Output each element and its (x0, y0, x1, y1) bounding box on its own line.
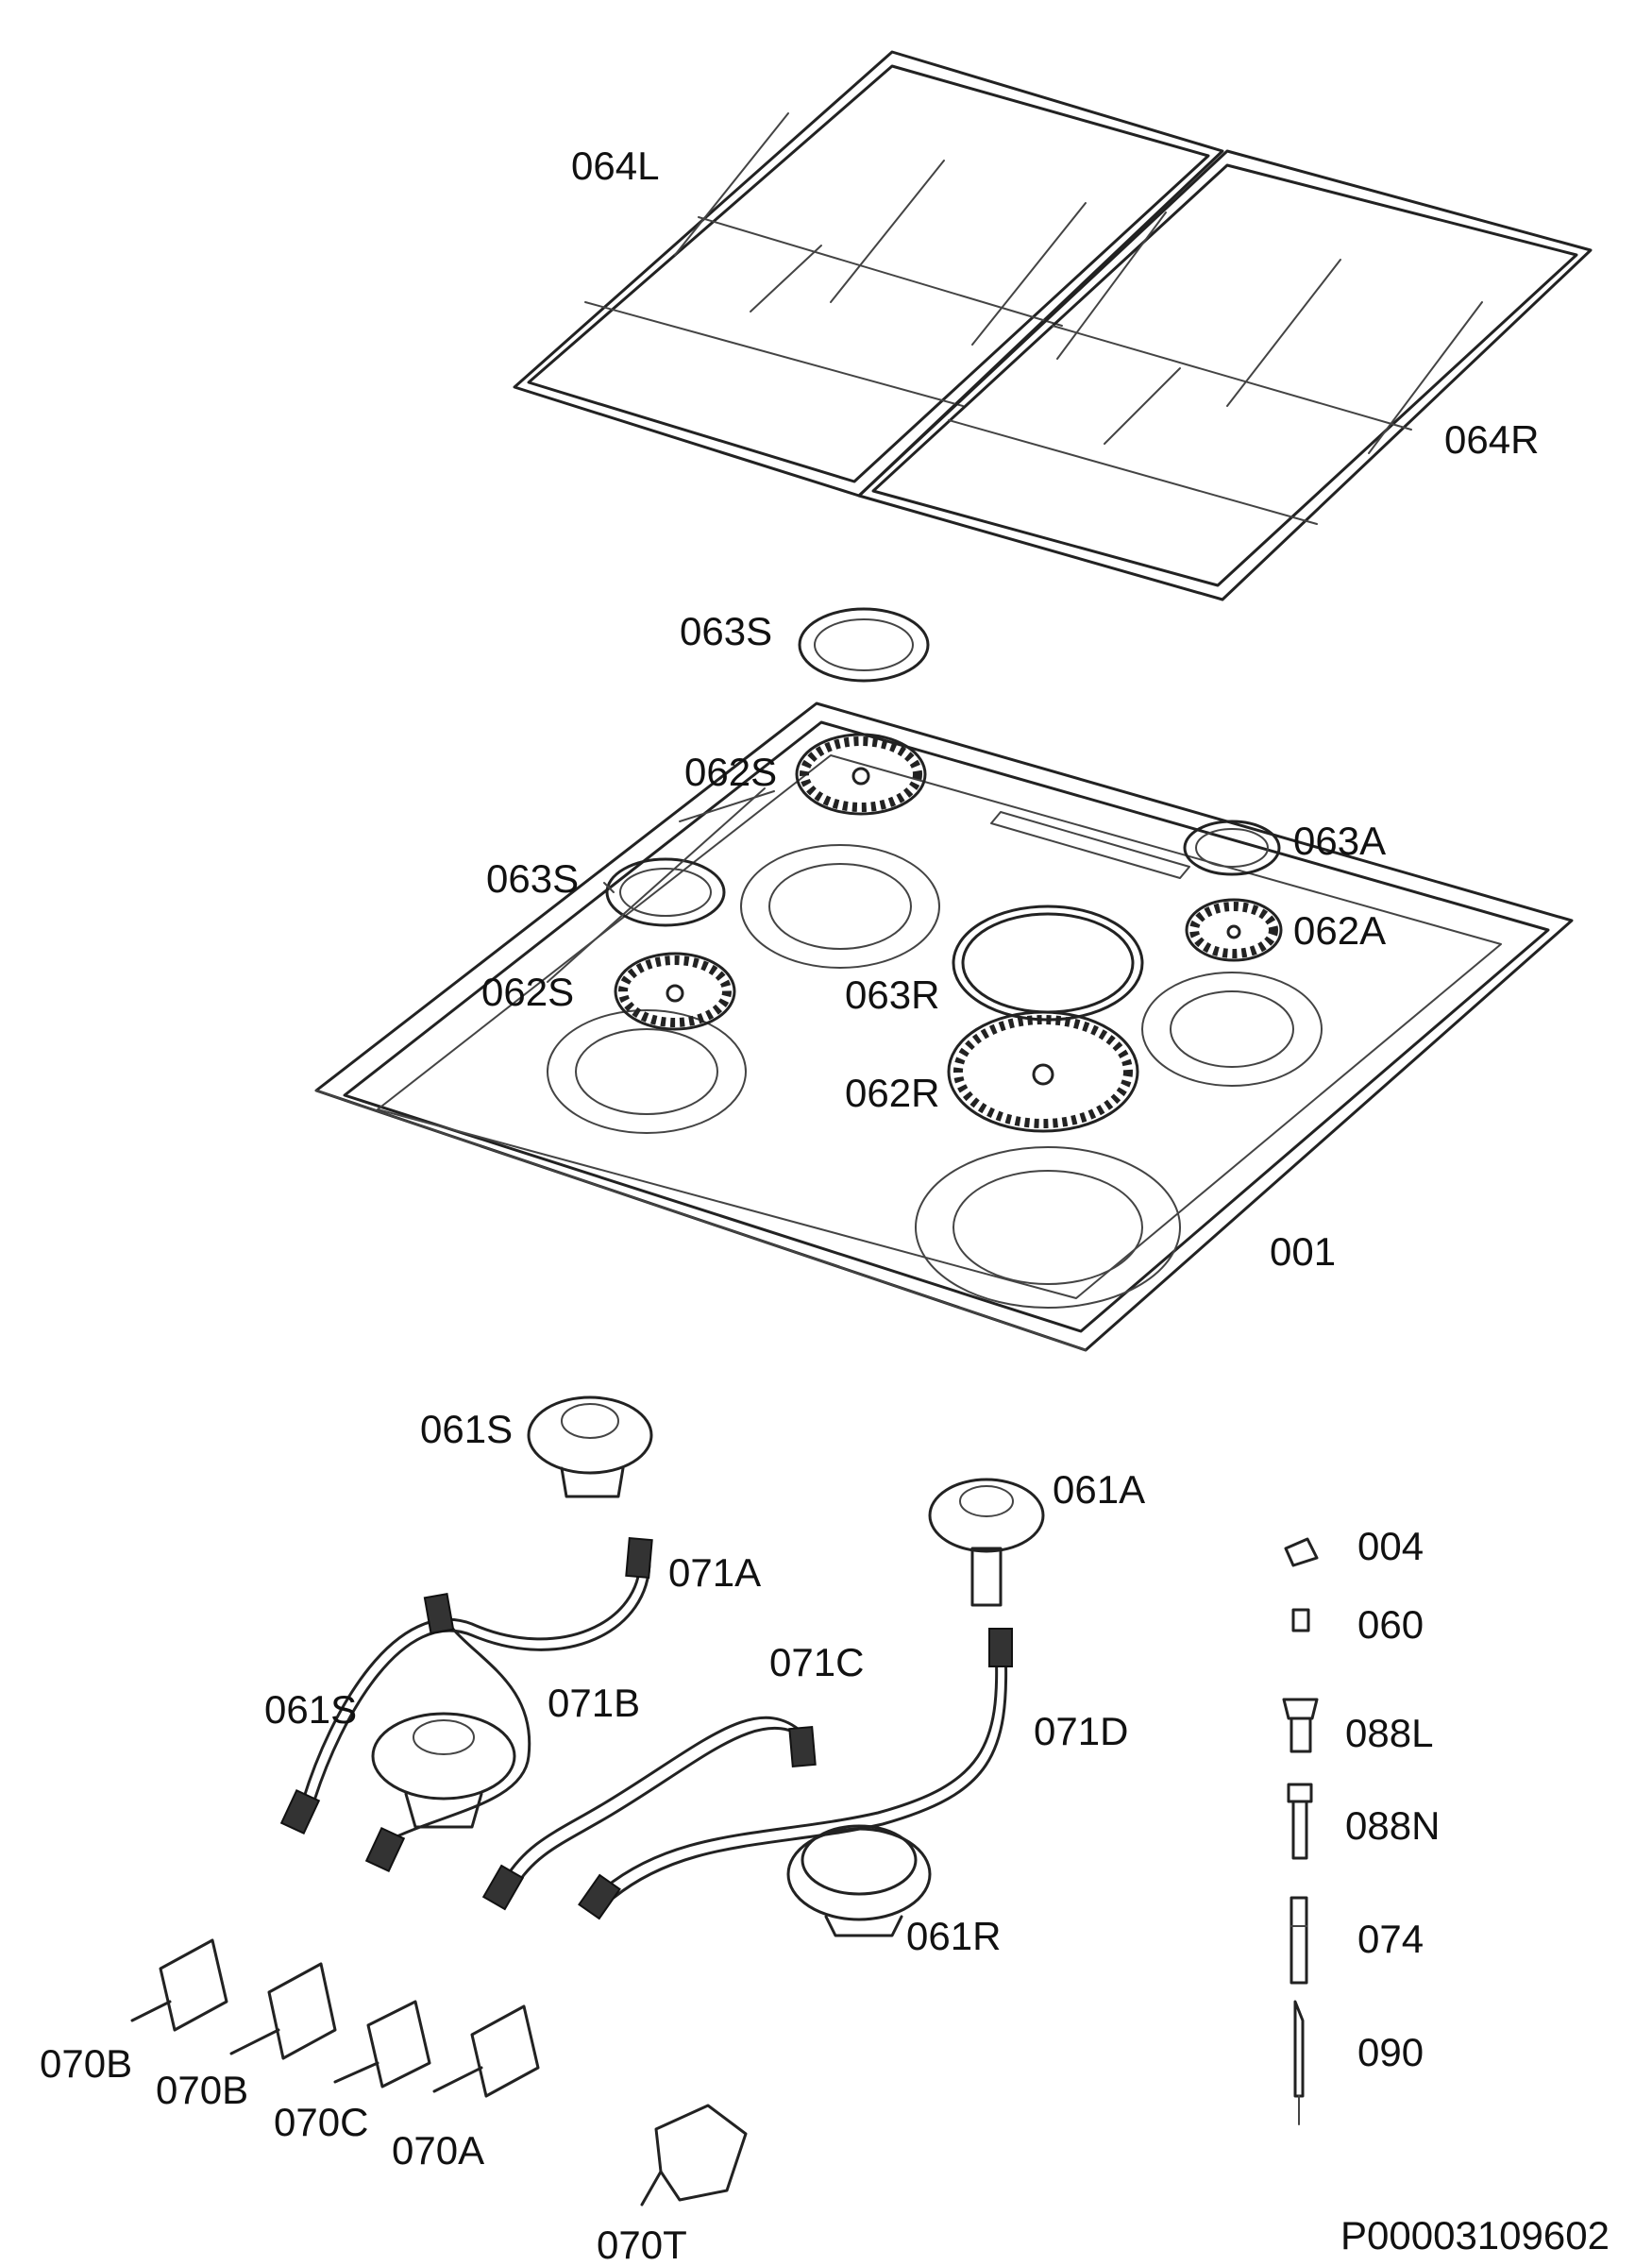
label-061a: 061A (1053, 1467, 1145, 1512)
burner-base-aux (928, 1478, 1045, 1607)
label-071b: 071B (548, 1681, 640, 1725)
pan-support-right (857, 149, 1593, 601)
label-070b-2: 070B (156, 2068, 248, 2112)
label-063s-left: 063S (486, 856, 579, 901)
label-061s-left: 061S (264, 1687, 357, 1732)
nut-060 (1291, 1608, 1310, 1632)
igniter-090 (1293, 2000, 1305, 2125)
gas-pipe-071a (279, 1536, 653, 1835)
label-062s-left: 062S (481, 970, 574, 1014)
label-071c: 071C (769, 1640, 864, 1684)
label-064r: 064R (1444, 417, 1539, 462)
burner-crown-left (614, 952, 736, 1031)
gas-tap-thermo (640, 2104, 748, 2207)
label-070c: 070C (274, 2100, 368, 2144)
label-063a: 063A (1293, 819, 1386, 863)
label-070t: 070T (597, 2223, 687, 2266)
label-062s-top: 062S (684, 750, 777, 794)
label-060: 060 (1357, 1602, 1424, 1647)
label-070b-1: 070B (40, 2041, 132, 2086)
burner-cap-top (798, 607, 930, 683)
label-062a: 062A (1293, 908, 1386, 953)
burner-crown-rapid (947, 1010, 1139, 1133)
label-062r: 062R (845, 1071, 939, 1115)
injector-088l (1282, 1698, 1319, 1753)
thermocouple-074 (1290, 1896, 1308, 1985)
gas-tap-4 (432, 2004, 540, 2098)
label-070a: 070A (392, 2128, 484, 2173)
burner-crown-aux (1185, 898, 1283, 962)
gas-pipe-071b (364, 1593, 531, 1873)
burner-base-left (371, 1712, 516, 1829)
label-074: 074 (1357, 1917, 1424, 1961)
label-061r: 061R (906, 1914, 1001, 1958)
label-071a: 071A (668, 1550, 761, 1595)
hob-wells (547, 844, 1323, 1309)
gas-tap-2 (229, 1962, 337, 2060)
label-004: 004 (1357, 1524, 1424, 1568)
leader-lines (547, 787, 775, 983)
label-063r: 063R (845, 972, 939, 1017)
pan-support-left (513, 50, 1224, 498)
label-090: 090 (1357, 2030, 1424, 2074)
burner-crown-top (795, 733, 927, 816)
label-001: 001 (1270, 1229, 1336, 1274)
burner-base-top (527, 1395, 653, 1498)
label-063s-top: 063S (680, 609, 772, 653)
label-064l: 064L (571, 144, 659, 188)
gas-pipe-071c (481, 1716, 817, 1911)
drawing-code: P00003109602 (1340, 2213, 1610, 2258)
burner-cap-left (605, 857, 726, 927)
gas-tap-3 (333, 2000, 431, 2088)
burner-cap-rapid (952, 905, 1144, 1022)
hob-top-panel (314, 702, 1574, 1352)
label-071d: 071D (1034, 1709, 1128, 1753)
gas-tap-1 (130, 1938, 228, 2032)
label-088n: 088N (1345, 1803, 1440, 1848)
injector-088n (1287, 1783, 1313, 1860)
burner-cap-aux (1183, 820, 1281, 876)
label-088l: 088L (1345, 1711, 1433, 1755)
gas-pipe-071d (578, 1628, 1013, 1920)
label-061s-top: 061S (420, 1407, 513, 1451)
screw-004 (1284, 1537, 1319, 1567)
